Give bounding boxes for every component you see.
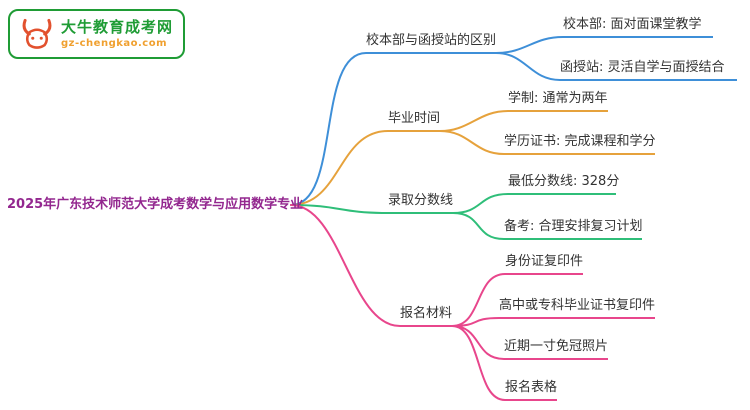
branch-application-materials: 报名材料 bbox=[400, 306, 452, 327]
connector-branch3-leaf2 bbox=[452, 212, 505, 240]
leaf-study-period: 学制: 通常为两年 bbox=[508, 91, 608, 112]
connector-root-branch1 bbox=[290, 52, 367, 206]
leaf-id-copy: 身份证复印件 bbox=[505, 254, 583, 275]
leaf-diploma-copy: 高中或专科毕业证书复印件 bbox=[499, 298, 655, 319]
leaf-correspondence-station: 函授站: 灵活自学与面授结合 bbox=[560, 60, 737, 81]
branch-campus-vs-station: 校本部与函授站的区别 bbox=[366, 33, 496, 54]
leaf-photo: 近期一寸免冠照片 bbox=[504, 339, 608, 360]
connector-branch4-leaf1 bbox=[451, 273, 506, 327]
connector-root-branch2 bbox=[290, 130, 389, 206]
leaf-minimum-score: 最低分数线: 328分 bbox=[508, 174, 619, 195]
root-topic: 2025年广东技术师范大学成考数学与应用数学专业 bbox=[7, 197, 304, 212]
connector-branch1-leaf1 bbox=[495, 36, 564, 54]
branch-graduation-time: 毕业时间 bbox=[388, 111, 440, 132]
connector-branch1-leaf2 bbox=[495, 52, 561, 81]
leaf-exam-preparation: 备考: 合理安排复习计划 bbox=[504, 219, 643, 240]
logo-text-block: 大牛教育成考网 gz-chengkao.com bbox=[61, 18, 173, 50]
bull-logo-icon bbox=[22, 18, 52, 49]
leaf-campus-teaching: 校本部: 面对面课堂教学 bbox=[563, 17, 713, 38]
leaf-diploma-requirement: 学历证书: 完成课程和学分 bbox=[504, 134, 656, 155]
connector-root-branch3 bbox=[290, 204, 389, 214]
connector-branch2-leaf2 bbox=[439, 130, 505, 155]
connector-branch2-leaf1 bbox=[439, 110, 509, 132]
connector-branch4-leaf4 bbox=[451, 325, 506, 401]
connector-root-branch4 bbox=[290, 204, 401, 327]
logo-title: 大牛教育成考网 bbox=[61, 18, 174, 36]
leaf-application-form: 报名表格 bbox=[505, 380, 557, 401]
connector-branch3-leaf1 bbox=[452, 193, 509, 214]
site-logo: 大牛教育成考网 gz-chengkao.com bbox=[8, 9, 186, 59]
logo-subtitle: gz-chengkao.com bbox=[61, 38, 168, 49]
connector-branch4-leaf3 bbox=[451, 325, 505, 360]
branch-admission-score: 录取分数线 bbox=[388, 193, 453, 214]
